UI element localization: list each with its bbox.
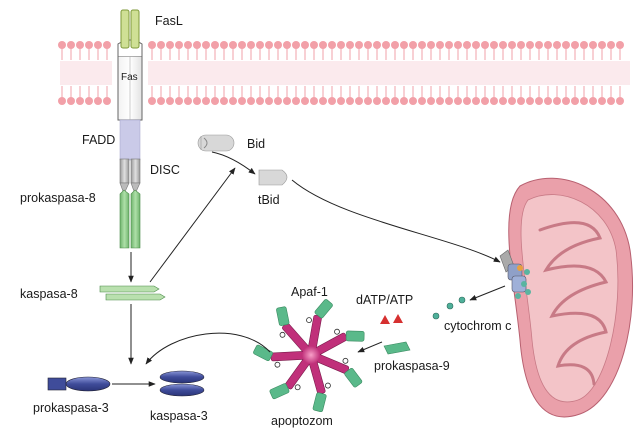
pathway-arrows bbox=[112, 151, 506, 387]
cytochrom-c-dots bbox=[432, 296, 466, 320]
apoptosome bbox=[253, 299, 365, 413]
kaspasa8-shape bbox=[99, 285, 166, 301]
mitochondrion bbox=[508, 177, 633, 418]
label-datp: dATP/ATP bbox=[356, 293, 413, 307]
mitochondrial-pore bbox=[499, 249, 531, 299]
label-bid: Bid bbox=[247, 137, 265, 151]
arrow-prok9-to-apopto bbox=[357, 341, 383, 353]
labels: FasL Fas FADD DISC prokaspasa-8 kaspasa-… bbox=[20, 14, 511, 428]
datp-triangles bbox=[380, 314, 403, 324]
prokaspasa8-shape bbox=[119, 189, 141, 249]
bid-protein bbox=[197, 134, 235, 152]
fadd-adaptor bbox=[119, 119, 141, 161]
label-prokaspasa3: prokaspasa-3 bbox=[33, 401, 109, 415]
prokaspasa9-shape bbox=[383, 341, 411, 355]
label-kaspasa3: kaspasa-3 bbox=[150, 409, 208, 423]
arrow-apopto-to-k3 bbox=[145, 332, 271, 365]
label-fadd: FADD bbox=[82, 133, 115, 147]
label-fasl: FasL bbox=[155, 14, 183, 28]
label-prokaspasa9: prokaspasa-9 bbox=[374, 359, 450, 373]
label-fas: Fas bbox=[121, 72, 138, 83]
prokaspasa3-shape bbox=[47, 376, 111, 392]
cell-membrane bbox=[58, 41, 630, 105]
arrow-tbid-to-mito bbox=[291, 179, 501, 263]
label-apaf1: Apaf-1 bbox=[291, 285, 328, 299]
label-apoptozom: apoptozom bbox=[271, 414, 333, 428]
fasl-ligand bbox=[120, 9, 140, 49]
label-tbid: tBid bbox=[258, 193, 280, 207]
label-kaspasa8: kaspasa-8 bbox=[20, 287, 78, 301]
kaspasa3-shape bbox=[159, 370, 205, 397]
label-prokaspasa8: prokaspasa-8 bbox=[20, 191, 96, 205]
arrow-bid-to-tbid bbox=[211, 151, 256, 175]
arrow-k8-to-bid bbox=[149, 167, 236, 283]
tbid-protein bbox=[258, 169, 288, 186]
disc-complex bbox=[119, 158, 141, 195]
label-cytochrom: cytochrom c bbox=[444, 319, 511, 333]
arrow-mito-to-cyt bbox=[469, 285, 506, 301]
label-disc: DISC bbox=[150, 163, 180, 177]
